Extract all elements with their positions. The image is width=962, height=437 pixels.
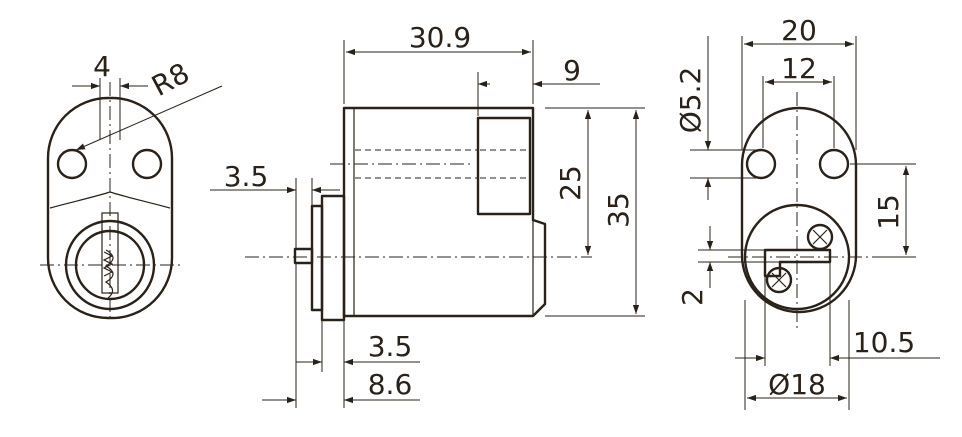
- dim-label-2: 2: [676, 288, 709, 306]
- dim-label-35: 35: [602, 192, 635, 228]
- dim-label-20: 20: [781, 14, 817, 47]
- dim-label-12: 12: [781, 52, 817, 85]
- dim-label-r8: R8: [146, 56, 194, 103]
- keyway-profile-2: [104, 249, 114, 299]
- dim-label-8-6: 8.6: [368, 368, 413, 401]
- dim-label-25: 25: [554, 165, 587, 201]
- dim-label-3-5-upper: 3.5: [224, 160, 269, 193]
- rear-left-hole: [745, 148, 777, 180]
- rear-body-outline: [740, 106, 858, 314]
- dim-label-4: 4: [93, 50, 111, 83]
- dim-label-15: 15: [872, 194, 905, 230]
- front-right-hole: [131, 148, 163, 180]
- dim-label-10-5: 10.5: [853, 326, 915, 359]
- front-view: 4 R8: [40, 50, 223, 320]
- dim-label-9: 9: [563, 54, 581, 87]
- rear-screw-lower: [765, 266, 793, 294]
- keyway-profile: [102, 251, 114, 277]
- rear-screw-upper: [806, 223, 834, 251]
- side-rear-ring: [310, 204, 324, 312]
- side-spindle: [293, 247, 314, 265]
- side-cam-slot: [476, 116, 532, 216]
- dim-label-3-5-lower: 3.5: [368, 330, 413, 363]
- dim-label-dia-5-2: Ø5.2: [674, 67, 707, 134]
- front-left-hole: [56, 148, 88, 180]
- dim-label-30-9: 30.9: [409, 21, 471, 54]
- side-body-outline: [342, 106, 547, 318]
- side-flange: [320, 194, 346, 322]
- dim-label-dia-18: Ø18: [768, 368, 826, 401]
- rear-view: 20 12 Ø5.2 15 2 10.5 Ø18: [674, 14, 940, 410]
- side-view: 30.9 9 25 35 3.5 3.5 8.6: [210, 21, 645, 408]
- rear-right-hole: [818, 148, 850, 180]
